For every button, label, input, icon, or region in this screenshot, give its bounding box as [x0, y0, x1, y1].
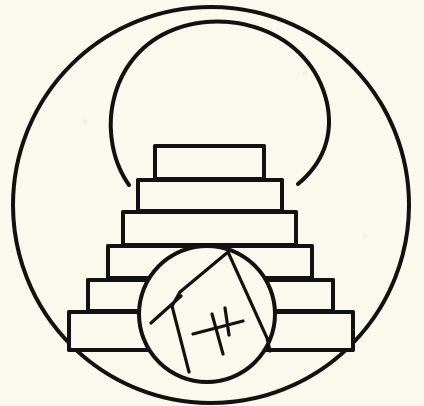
top-step: [155, 146, 264, 179]
step-2: [138, 180, 282, 211]
step-3: [123, 212, 296, 245]
